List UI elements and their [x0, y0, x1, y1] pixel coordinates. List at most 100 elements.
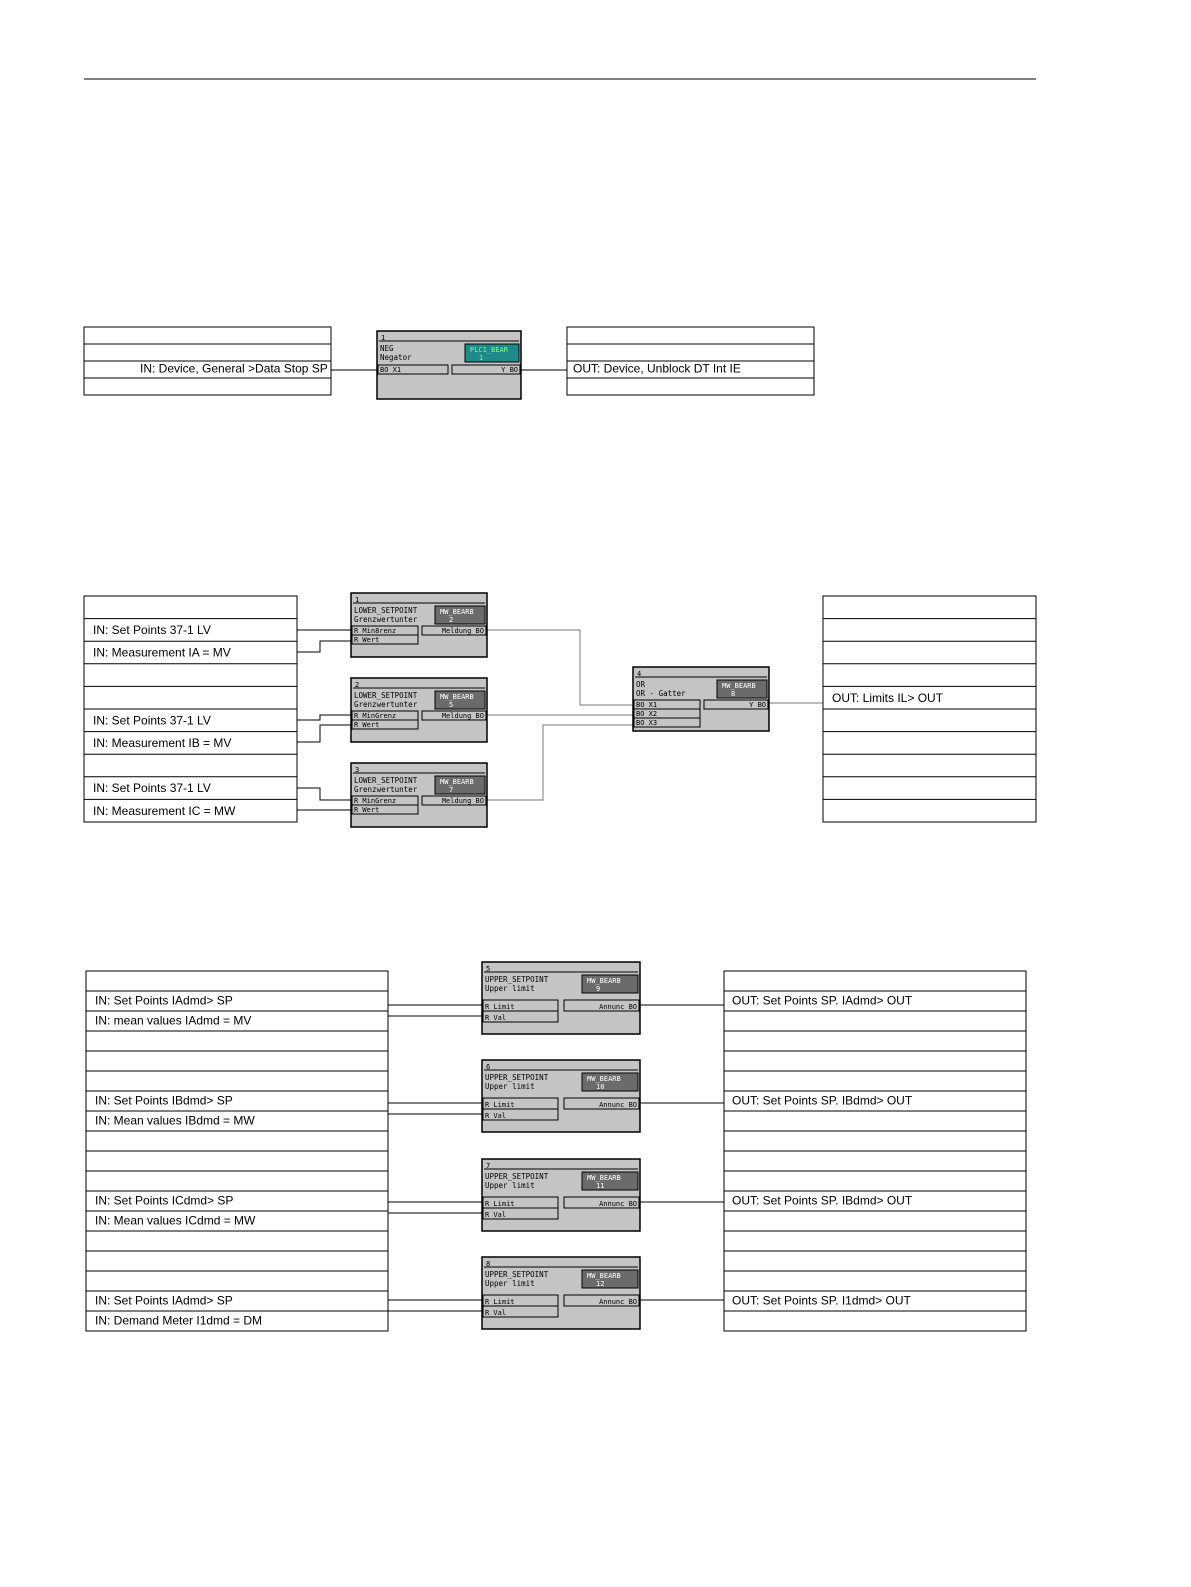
section2-lower-setpoint-block-3-tag-box [434, 775, 486, 795]
section2-input-table-row-label: IN: Set Points 37-1 LV [93, 623, 211, 637]
section2-lower-setpoint-block-1-tag: MW_BEARB [440, 608, 474, 616]
section2-lower-setpoint-block-3-number: 3 [355, 766, 359, 774]
section3-output-table-row-label: OUT: Set Points SP. IAdmd> OUT [732, 994, 913, 1008]
section3-upper-setpoint-block-2-title: UPPER_SETPOINT [485, 1073, 549, 1082]
wires-layer [297, 369, 823, 1312]
section2-lower-setpoint-block-2-tag-box [434, 690, 486, 710]
section3-upper-setpoint-block-2-port-out [563, 1097, 640, 1110]
section2-lower-setpoint-block-2: 2LOWER_SETPOINTGrenzwertunterMW_BEARB5R … [350, 677, 488, 743]
section1-neg-block-tag: PLC1_BEAR [470, 346, 509, 354]
section3-upper-setpoint-block-2-number: 6 [486, 1063, 490, 1071]
section2-lower-setpoint-block-2-port-in-label: R Wert [354, 721, 379, 729]
section3-upper-setpoint-block-2-port-in [482, 1108, 559, 1121]
section2-input-table: IN: Set Points 37-1 LV IN: Measurement IA… [83, 595, 298, 823]
section1-neg-block-number: 1 [381, 334, 385, 342]
section3-upper-setpoint-block-1-title: UPPER_SETPOINT [485, 975, 549, 984]
tables-layer: IN: Device, General >Data Stop SP OUT: De… [83, 326, 1037, 1332]
section3-input-table-row-label: IN: Demand Meter I1dmd = DM [95, 1314, 262, 1328]
section2-lower-setpoint-block-2-port-in [351, 719, 419, 730]
section2-or-block-tag: MW_BEARB [722, 682, 756, 690]
section2-lower-setpoint-block-1-port-in [351, 634, 419, 645]
section1-input-table-row-label: IN: Device, General >Data Stop SP [140, 362, 328, 376]
section1-neg-block-port-in-label: BO X1 [380, 366, 401, 374]
section2-lower-setpoint-block-1-port-in-label: R Wert [354, 636, 379, 644]
section2-or-block-port-in-label: BO X3 [636, 719, 657, 727]
section2-input-table-row-label: IN: Measurement IB = MV [93, 736, 231, 750]
section3-input-table-row-label: IN: Mean values ICdmd = MW [95, 1214, 256, 1228]
section3-upper-setpoint-block-4-tag: MW_BEARB [587, 1272, 621, 1280]
section3-output-table-row-label: OUT: Set Points SP. I1dmd> OUT [732, 1294, 912, 1308]
section2-or-block-subtitle: OR - Gatter [636, 689, 686, 698]
section2-lower-setpoint-block-3-port-in-label: R MinGrenz [354, 797, 396, 805]
section2-lower-setpoint-block-3-tag-index: 7 [449, 786, 453, 794]
section1-neg-block-port-out [451, 364, 521, 375]
section3-upper-setpoint-block-1-tag-box [581, 974, 639, 994]
section2-lower-setpoint-block-1-port-out-label: Meldung BO [442, 627, 484, 635]
section2-lower-setpoint-block-2-body [350, 677, 488, 743]
section3-upper-setpoint-block-4-subtitle: Upper limit [485, 1279, 535, 1288]
section2-wire-to-or [487, 724, 634, 801]
section3-upper-setpoint-block-1-subtitle: Upper limit [485, 984, 535, 993]
section3-upper-setpoint-block-1-body [481, 961, 641, 1035]
section2-or-block-number: 4 [637, 670, 641, 678]
section2-input-table-row-label: IN: Set Points 37-1 LV [93, 781, 211, 795]
section3-upper-setpoint-block-3-title: UPPER_SETPOINT [485, 1172, 549, 1181]
section2-lower-setpoint-block-1-tag-box [434, 605, 486, 625]
section1-output-table: OUT: Device, Unblock DT Int IE [566, 326, 815, 396]
section3-upper-setpoint-block-3-tag: MW_BEARB [587, 1174, 621, 1182]
section3-upper-setpoint-block-1-tag-index: 9 [596, 985, 600, 993]
section3-upper-setpoint-block-3-tag-index: 11 [596, 1182, 604, 1190]
section2-input-table-row-label: IN: Measurement IC = MW [93, 804, 236, 818]
section3-input-table-row-label: IN: Set Points ICdmd> SP [95, 1194, 233, 1208]
section3-upper-setpoint-block-1-port-in [482, 1010, 559, 1023]
section1-neg-block-tag-box [464, 343, 520, 363]
section3-upper-setpoint-block-1-port-out-label: Annunc BO [599, 1003, 637, 1011]
section1-neg-block-subtitle: Negator [380, 353, 412, 362]
section2-or-block-port-in [633, 717, 701, 728]
section2-lower-setpoint-block-1-tag-index: 2 [449, 616, 453, 624]
section3-upper-setpoint-block-2-tag-index: 10 [596, 1083, 604, 1091]
section3-upper-setpoint-block-3-subtitle: Upper limit [485, 1181, 535, 1190]
section3-upper-setpoint-block-1-port-in-label: R Limit [485, 1003, 515, 1011]
section2-lower-setpoint-block-3-port-out-label: Meldung BO [442, 797, 484, 805]
section2-output-table: OUT: Limits IL> OUT [822, 595, 1037, 823]
section2-lower-setpoint-block-1-port-in-label: R Min8renz [354, 627, 396, 635]
section2-wire-in [297, 724, 352, 743]
section3-upper-setpoint-block-3-port-out [563, 1196, 640, 1209]
section3-upper-setpoint-block-4-port-in [482, 1305, 559, 1318]
section2-input-table-row-label: IN: Measurement IA = MV [93, 646, 231, 660]
section1-output-table-row-label: OUT: Device, Unblock DT Int IE [573, 362, 741, 376]
section2-lower-setpoint-block-2-tag-index: 5 [449, 701, 453, 709]
section2-output-table-row-label: OUT: Limits IL> OUT [832, 691, 944, 705]
section1-neg-block-port-out-label: Y BO [501, 366, 518, 374]
section2-lower-setpoint-block-2-title: LOWER_SETPOINT [354, 691, 418, 700]
section3-upper-setpoint-block-2-port-in-label: R Val [485, 1112, 506, 1120]
section3-input-table-row-label: IN: Set Points IAdmd> SP [95, 994, 233, 1008]
section3-output-table-row-label: OUT: Set Points SP. IBdmd> OUT [732, 1194, 913, 1208]
section3-upper-setpoint-block-3-tag-box [581, 1171, 639, 1191]
section3-upper-setpoint-block-4-tag-box [581, 1269, 639, 1289]
section2-lower-setpoint-block-3-body [350, 762, 488, 828]
section2-lower-setpoint-block-1: 1LOWER_SETPOINTGrenzwertunterMW_BEARB2R … [350, 592, 488, 658]
section2-lower-setpoint-block-3-title: LOWER_SETPOINT [354, 776, 418, 785]
section3-upper-setpoint-block-4-tag-index: 12 [596, 1280, 604, 1288]
section3-upper-setpoint-block-2-tag: MW_BEARB [587, 1075, 621, 1083]
section3-upper-setpoint-block-2-tag-box [581, 1072, 639, 1092]
section2-input-table-row-label: IN: Set Points 37-1 LV [93, 713, 211, 727]
section2-lower-setpoint-block-2-subtitle: Grenzwertunter [354, 700, 418, 709]
section3-upper-setpoint-block-3-port-in [482, 1207, 559, 1220]
section3-upper-setpoint-block-1-tag: MW_BEARB [587, 977, 621, 985]
section3-upper-setpoint-block-3-port-in-label: R Limit [485, 1200, 515, 1208]
section3-upper-setpoint-block-1-port-in-label: R Val [485, 1014, 506, 1022]
section3-upper-setpoint-block-2-body [481, 1059, 641, 1133]
section2-lower-setpoint-block-3: 3LOWER_SETPOINTGrenzwertunterMW_BEARB7R … [350, 762, 488, 828]
section2-wire-to-or [487, 629, 634, 706]
section3-output-table-row-label: OUT: Set Points SP. IBdmd> OUT [732, 1094, 913, 1108]
